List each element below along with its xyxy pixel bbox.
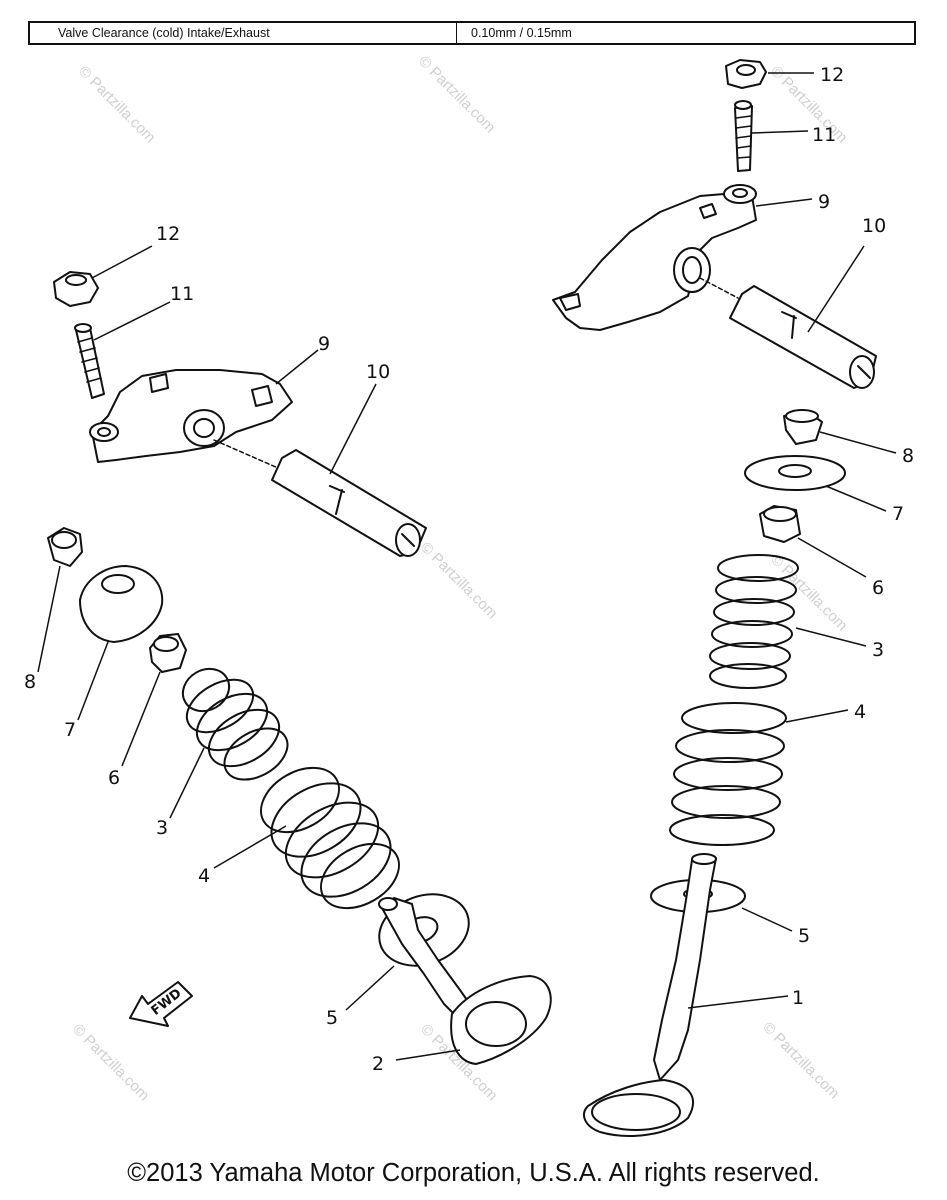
left-cotter-8 xyxy=(47,527,83,567)
callout-5-right: 5 xyxy=(798,925,810,947)
spec-value: 0.10mm / 0.15mm xyxy=(471,26,572,40)
exhaust-valve-1 xyxy=(583,853,717,1137)
left-nut-12 xyxy=(53,271,99,307)
callout-7-right: 7 xyxy=(892,503,904,525)
left-inner-spring-3 xyxy=(181,667,289,781)
watermark: © Partzilla.com xyxy=(415,53,498,136)
spec-label: Valve Clearance (cold) Intake/Exhaust xyxy=(30,23,457,43)
intake-valve-2 xyxy=(378,897,552,1065)
left-spring-retainer-7 xyxy=(79,565,164,643)
callout-8-right: 8 xyxy=(902,445,914,467)
watermark: © Partzilla.com xyxy=(417,539,500,622)
right-nut-12 xyxy=(725,59,767,89)
callout-1: 1 xyxy=(792,987,804,1009)
callout-10-right: 10 xyxy=(862,215,886,237)
watermark: © Partzilla.com xyxy=(75,63,158,146)
callout-11-left: 11 xyxy=(170,283,194,305)
right-adjuster-screw-11 xyxy=(734,100,753,172)
callout-9-left: 9 xyxy=(318,333,330,355)
callout-3-right: 3 xyxy=(872,639,884,661)
callout-3-left: 3 xyxy=(156,817,168,839)
callout-labels: 12 11 9 10 8 7 6 3 4 5 1 12 11 9 10 8 7 … xyxy=(24,64,914,1075)
right-inner-spring-3 xyxy=(709,554,799,689)
callout-5-left: 5 xyxy=(326,1007,338,1029)
callout-12-right: 12 xyxy=(820,64,844,86)
callout-6-right: 6 xyxy=(872,577,884,599)
callout-12-left: 12 xyxy=(156,223,180,245)
callout-11-right: 11 xyxy=(812,124,836,146)
left-adjuster-screw-11 xyxy=(74,323,105,399)
copyright-notice: ©2013 Yamaha Motor Corporation, U.S.A. A… xyxy=(127,1159,820,1187)
right-rocker-arm-9 xyxy=(552,184,757,331)
callout-9-right: 9 xyxy=(818,191,830,213)
callout-4-right: 4 xyxy=(854,701,866,723)
left-outer-spring-4 xyxy=(260,766,400,910)
left-stem-seal-6 xyxy=(149,633,187,673)
callout-2: 2 xyxy=(372,1053,384,1075)
callout-8-left: 8 xyxy=(24,671,36,693)
callout-10-left: 10 xyxy=(366,361,390,383)
valve-clearance-spec-table: Valve Clearance (cold) Intake/Exhaust 0.… xyxy=(28,21,916,45)
left-rocker-shaft-10 xyxy=(271,449,427,557)
callout-7-left: 7 xyxy=(64,719,76,741)
callout-6-left: 6 xyxy=(108,767,120,789)
right-spring-retainer-7 xyxy=(744,455,846,491)
right-outer-spring-4 xyxy=(669,702,787,846)
watermark: © Partzilla.com xyxy=(69,1021,152,1104)
right-cotter-8 xyxy=(783,409,823,445)
right-rocker-shaft-10 xyxy=(729,285,877,389)
leader-lines xyxy=(37,72,897,1061)
left-rocker-arm-9 xyxy=(89,369,293,463)
forward-arrow-icon: FWD xyxy=(129,981,193,1027)
callout-4-left: 4 xyxy=(198,865,210,887)
right-stem-seal-6 xyxy=(759,505,801,543)
watermark: © Partzilla.com xyxy=(759,1019,842,1102)
